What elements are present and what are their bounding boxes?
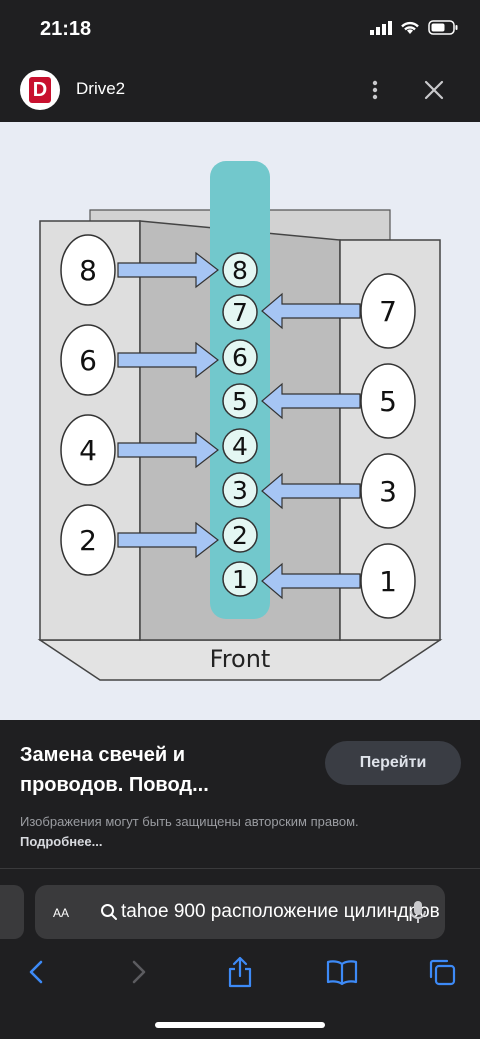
center-terminal: 3: [222, 472, 258, 508]
more-options-button[interactable]: [360, 74, 390, 106]
center-terminal: 6: [222, 339, 258, 375]
left-cylinder-label: 8: [79, 254, 97, 287]
reader-options-button[interactable]: AA: [53, 902, 69, 922]
address-bar[interactable]: AA tahoe 900 расположение цилиндров: [35, 885, 445, 939]
center-terminal: 4: [222, 428, 258, 464]
center-terminal-label: 5: [232, 387, 248, 416]
browser-toolbar: [0, 950, 480, 994]
result-header: D Drive2: [0, 60, 480, 122]
result-title-line: проводов. Повод...: [20, 774, 209, 796]
left-arrows: [117, 251, 219, 559]
share-icon: [228, 956, 252, 988]
center-terminal-label: 3: [232, 476, 248, 505]
right-arrows: [261, 292, 361, 600]
site-logo-letter: D: [29, 77, 51, 103]
center-terminal: 7: [222, 294, 258, 330]
status-bar: 21:18: [0, 0, 480, 60]
arrow-right-7: [261, 292, 361, 330]
search-icon: [100, 903, 118, 926]
visit-button[interactable]: Перейти: [325, 741, 461, 785]
left-cylinder: 4: [60, 414, 116, 486]
bookmarks-icon: [326, 960, 358, 986]
status-time: 21:18: [40, 18, 92, 40]
right-cylinder: 7: [360, 273, 416, 349]
arrow-right-5: [261, 382, 361, 420]
arrow-left-6: [117, 341, 219, 379]
forward-button[interactable]: [117, 950, 161, 994]
forward-icon: [132, 960, 146, 984]
center-terminal-label: 4: [232, 432, 248, 461]
center-terminal-label: 7: [232, 298, 248, 327]
left-cylinder-label: 4: [79, 434, 97, 467]
share-button[interactable]: [218, 950, 262, 994]
left-cylinder: 6: [60, 324, 116, 396]
signal-icon: [370, 20, 392, 35]
tabs-icon: [429, 959, 456, 986]
left-cylinder: 8: [60, 234, 116, 306]
battery-icon: [428, 20, 458, 35]
center-terminal-label: 6: [232, 343, 248, 372]
site-logo[interactable]: D: [20, 70, 60, 110]
arrow-left-8: [117, 251, 219, 289]
learn-more-link[interactable]: Подробнее...: [20, 834, 103, 849]
close-button[interactable]: [418, 74, 450, 106]
arrow-right-1: [261, 562, 361, 600]
copyright-text: Изображения могут быть защищены авторски…: [20, 814, 359, 829]
back-button[interactable]: [14, 950, 58, 994]
arrow-left-4: [117, 431, 219, 469]
url-text[interactable]: tahoe 900 расположение цилиндров: [121, 901, 440, 922]
divider: [0, 868, 480, 869]
center-terminal-label: 2: [232, 521, 248, 550]
result-title[interactable]: Замена свечей и проводов. Повод...: [20, 740, 310, 800]
previous-tab-peek[interactable]: [0, 885, 24, 939]
left-cylinders: 8 6 4 2: [60, 234, 116, 576]
left-cylinder-label: 2: [79, 524, 97, 557]
right-cylinder: 3: [360, 453, 416, 529]
center-terminals: 8 7 6 5 4 3 2 1: [222, 252, 258, 597]
right-cylinder-label: 1: [379, 565, 397, 598]
wifi-icon: [401, 21, 419, 34]
engine-diagram: 8 6 4 2 7 5 3 1 8 7: [37, 161, 443, 681]
back-icon: [29, 960, 43, 984]
left-cylinder: 2: [60, 504, 116, 576]
center-terminal-label: 1: [232, 565, 248, 594]
bookmarks-button[interactable]: [320, 950, 364, 994]
more-vertical-icon: [372, 80, 378, 100]
center-terminal: 2: [222, 517, 258, 553]
aa-label: AA: [53, 906, 70, 920]
left-cylinder-label: 6: [79, 344, 97, 377]
arrow-right-3: [261, 472, 361, 510]
site-name[interactable]: Drive2: [76, 79, 126, 98]
center-terminal: 8: [222, 252, 258, 288]
right-cylinder-label: 3: [379, 475, 397, 508]
close-icon: [424, 80, 444, 100]
center-terminal: 5: [222, 383, 258, 419]
right-cylinder: 1: [360, 543, 416, 619]
right-cylinder-label: 7: [379, 295, 397, 328]
microphone-icon[interactable]: [409, 900, 427, 929]
right-cylinder: 5: [360, 363, 416, 439]
center-terminal-label: 8: [232, 256, 248, 285]
center-terminal: 1: [222, 561, 258, 597]
copyright-notice: Изображения могут быть защищены авторски…: [20, 812, 400, 852]
result-image[interactable]: 8 6 4 2 7 5 3 1 8 7: [0, 122, 480, 720]
arrow-left-2: [117, 521, 219, 559]
status-icons: [370, 20, 458, 35]
right-cylinders: 7 5 3 1: [360, 273, 416, 619]
front-label: Front: [210, 645, 271, 673]
result-title-line: Замена свечей и: [20, 744, 185, 766]
home-indicator: [155, 1022, 325, 1028]
right-cylinder-label: 5: [379, 385, 397, 418]
tabs-button[interactable]: [420, 950, 464, 994]
